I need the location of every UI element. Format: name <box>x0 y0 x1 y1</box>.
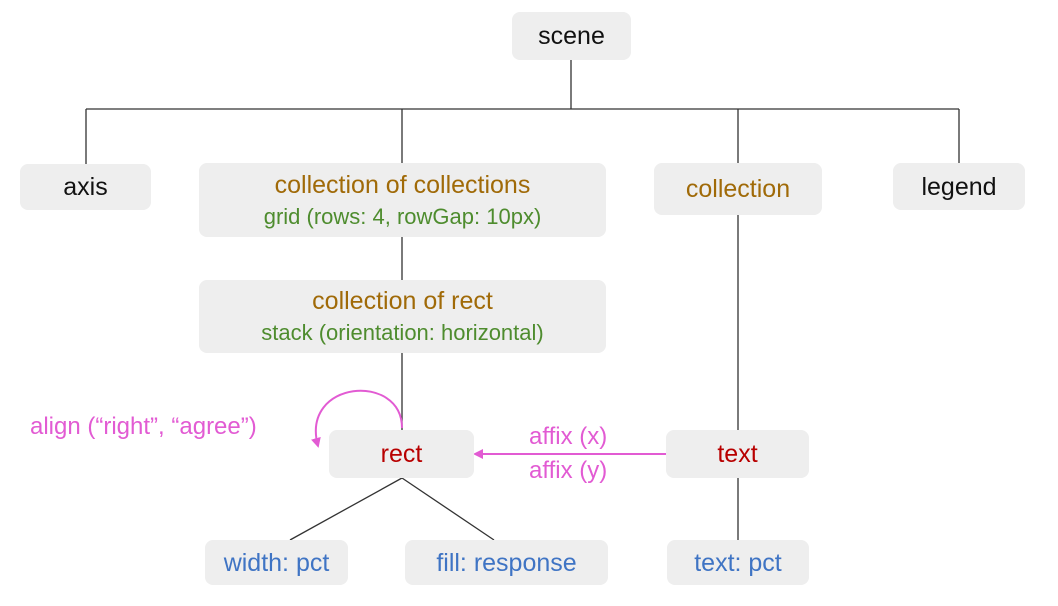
width-encoding-label: width: pct <box>223 548 330 577</box>
affix-y-label: affix (y) <box>529 457 608 484</box>
rect-node: rect <box>329 430 474 478</box>
collection-of-rect-node: collection of rect stack (orientation: h… <box>199 280 606 353</box>
scene-label: scene <box>538 22 605 50</box>
scene-node: scene <box>512 12 631 60</box>
text-encoding-label: text: pct <box>694 548 782 577</box>
align-constraint-label: align (“right”, “agree”) <box>30 413 257 440</box>
coll-of-colls-layout: grid (rows: 4, rowGap: 10px) <box>263 203 542 229</box>
rect-label: rect <box>380 440 423 468</box>
axis-node: axis <box>20 164 151 210</box>
collection-of-collections-node: collection of collections grid (rows: 4,… <box>199 163 606 237</box>
fill-encoding-label: fill: response <box>436 548 577 577</box>
text-label: text <box>717 440 758 468</box>
collection-node: collection <box>654 163 822 215</box>
text-encoding-node: text: pct <box>667 540 809 585</box>
edge-rect-to-fill <box>401 477 495 541</box>
legend-label: legend <box>921 172 997 201</box>
coll-of-colls-title: collection of collections <box>274 170 531 199</box>
align-self-loop-arrow <box>311 389 403 448</box>
legend-node: legend <box>893 163 1025 210</box>
fill-encoding-node: fill: response <box>405 540 608 585</box>
edge-rect-to-width <box>289 477 403 541</box>
affix-x-label: affix (x) <box>529 423 608 450</box>
tree-edges <box>85 60 960 541</box>
collection-label: collection <box>685 175 791 203</box>
coll-of-rect-title: collection of rect <box>312 287 493 316</box>
width-encoding-node: width: pct <box>205 540 348 585</box>
axis-label: axis <box>63 173 108 201</box>
text-node: text <box>666 430 809 478</box>
coll-of-rect-layout: stack (orientation: horizontal) <box>261 320 544 346</box>
